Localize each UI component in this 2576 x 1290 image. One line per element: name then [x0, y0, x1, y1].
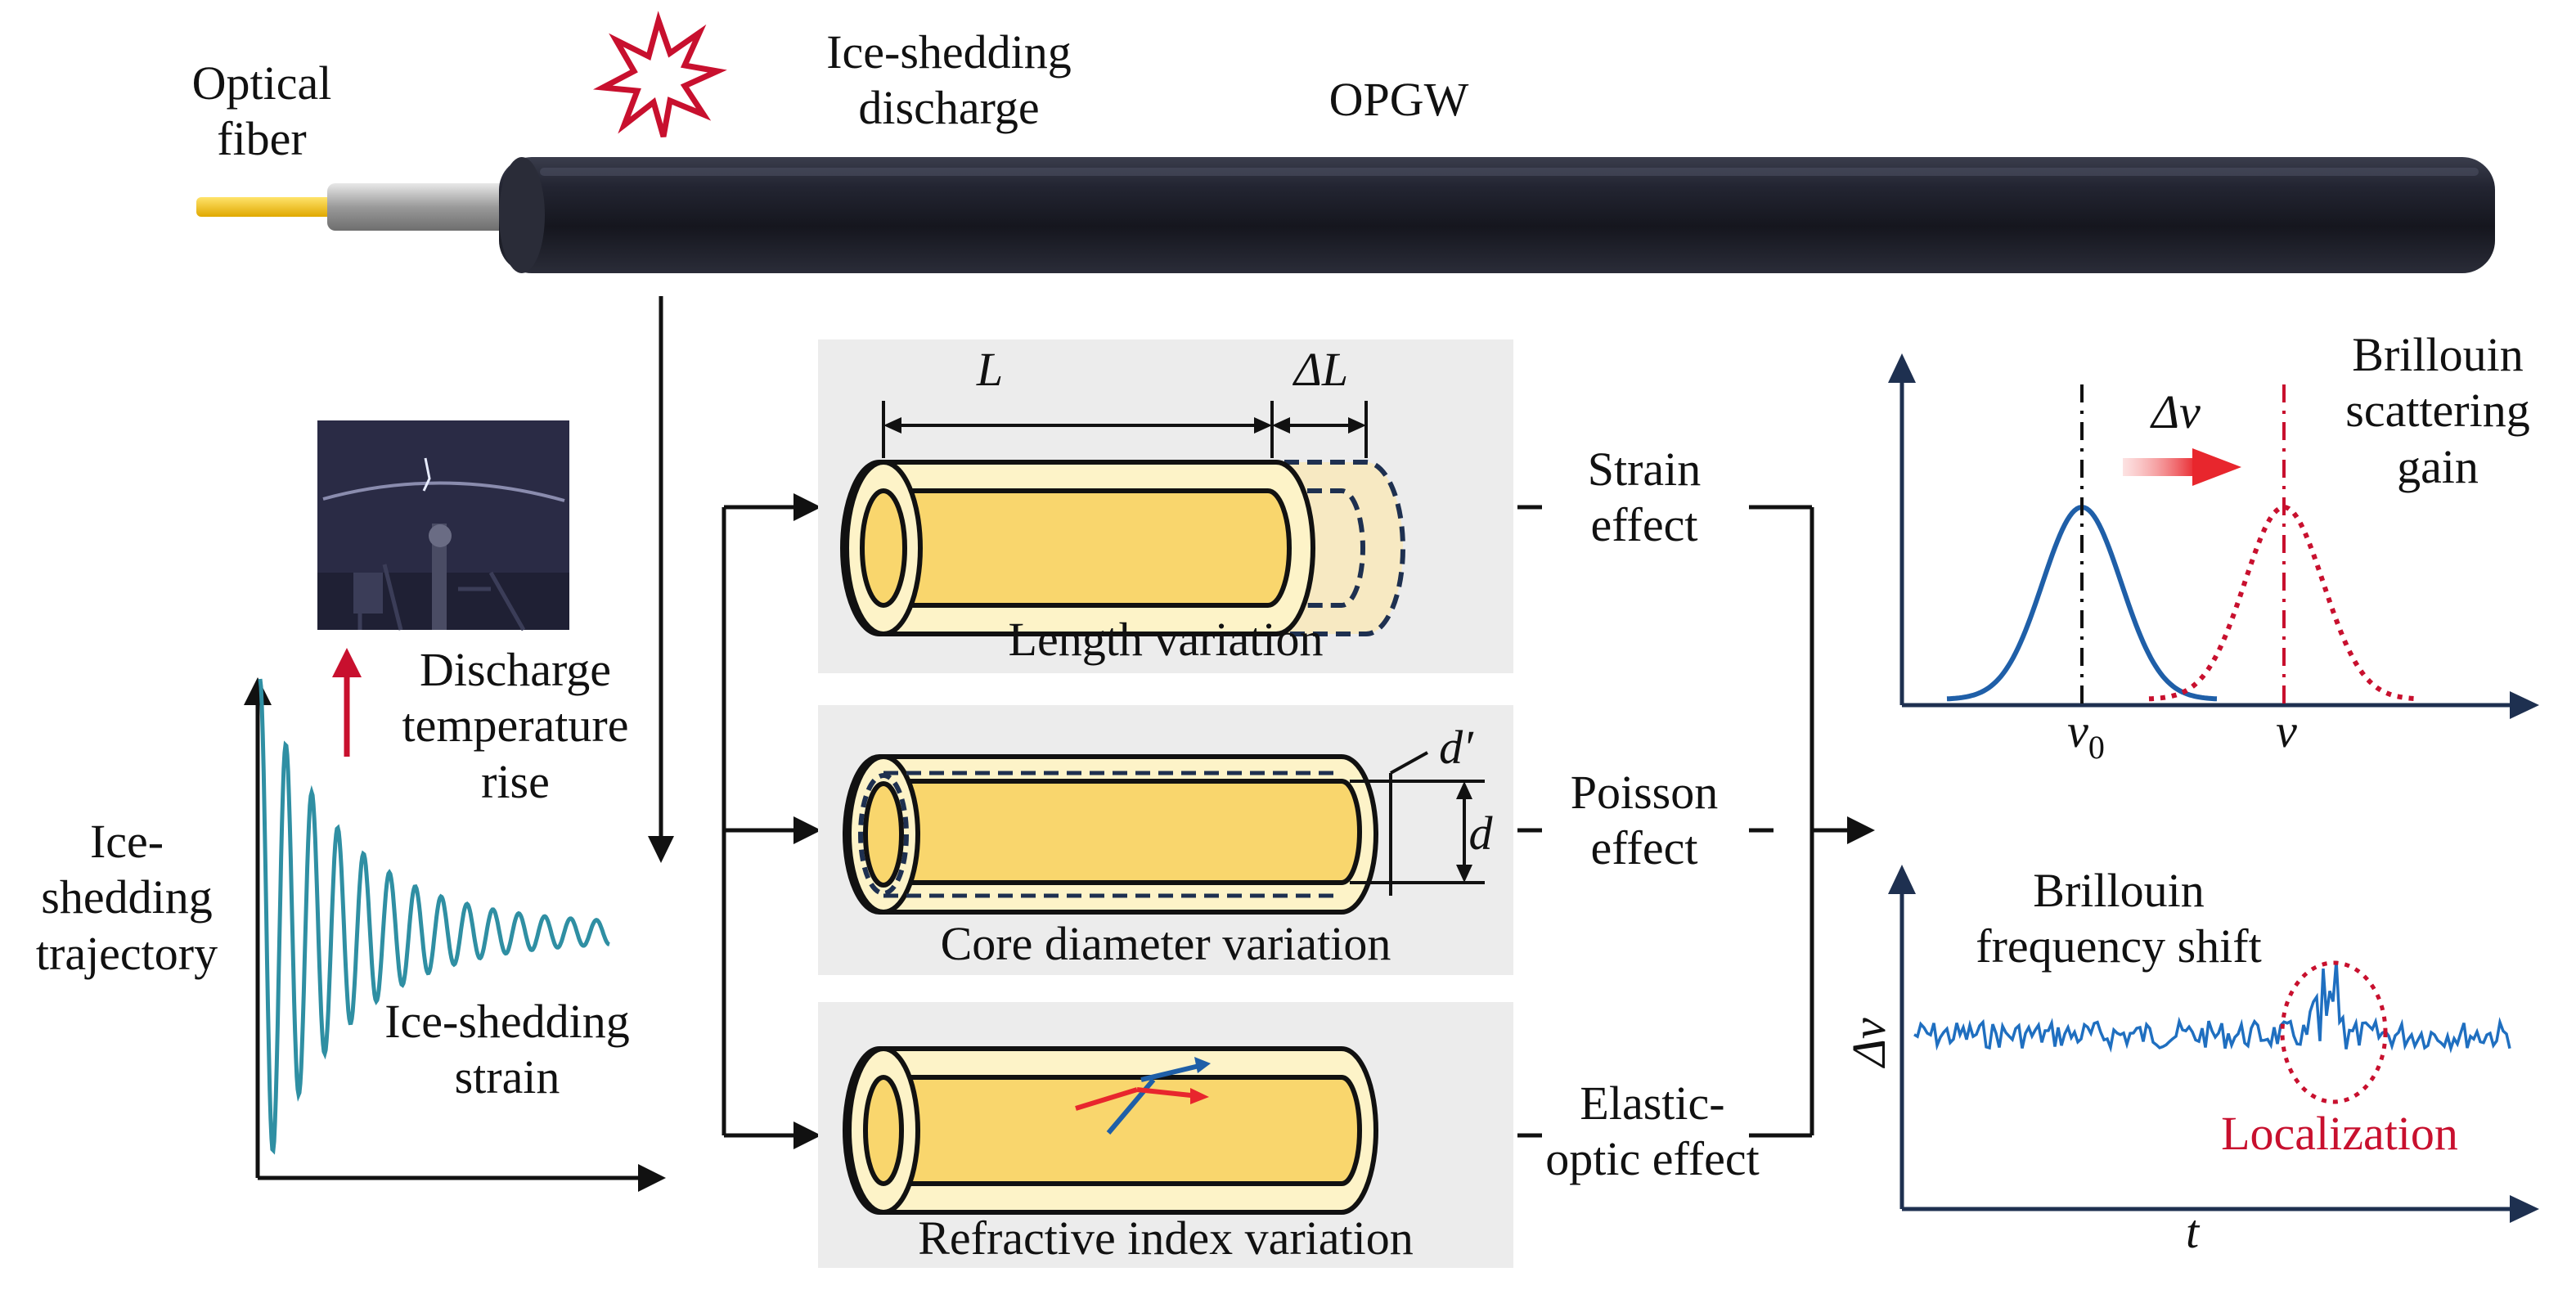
d-label: d	[1468, 807, 1493, 860]
localization-circle	[2280, 960, 2388, 1104]
localization-label: Localization	[2221, 1107, 2458, 1160]
nu-label: ν	[2276, 704, 2297, 757]
effects-bracket	[1774, 505, 1875, 1138]
fiber-sheath	[327, 183, 524, 231]
refractive-variation-label: Refractive index variation	[918, 1211, 1414, 1265]
length-variation-label: Length variation	[1008, 613, 1324, 666]
discharge-photo	[317, 420, 569, 632]
gain-axes	[1888, 353, 2539, 719]
refraction-rays-icon	[1075, 1057, 1211, 1135]
red-right-arrow-icon	[2123, 448, 2241, 486]
L-label: L	[976, 343, 1004, 396]
shift-x-label: t	[2185, 1205, 2200, 1258]
opgw-cable	[196, 157, 2495, 273]
starburst-icon	[592, 11, 727, 137]
dnu-label: Δν	[2151, 385, 2201, 438]
down-arrow	[648, 296, 674, 863]
nu0-label: ν0	[2067, 704, 2105, 766]
refractive-tube	[843, 1046, 1378, 1215]
trajectory-curve	[258, 678, 610, 1155]
shift-y-label: Δν	[1841, 1018, 1895, 1068]
dL-label: ΔL	[1293, 343, 1349, 396]
red-up-arrow-icon	[332, 648, 362, 757]
effect-dashes	[1517, 505, 1774, 1138]
d-prime-label: d′	[1439, 721, 1473, 774]
branch-connector	[722, 493, 821, 1149]
optical-fiber-core	[196, 197, 344, 217]
elastic-effect-label: Elastic-optic effect	[1545, 1076, 1760, 1186]
core-variation-label: Core diameter variation	[940, 917, 1391, 970]
shift-axes	[1888, 865, 2539, 1223]
trajectory-axes	[244, 677, 666, 1192]
opgw-body	[499, 157, 2495, 273]
gain-curve-red	[2148, 504, 2420, 702]
length-tube	[840, 401, 1405, 636]
core-tube	[843, 751, 1485, 915]
shift-trace	[1913, 960, 2511, 1054]
opgw-end-face	[499, 157, 545, 273]
opgw-label: OPGW	[1328, 73, 1469, 126]
